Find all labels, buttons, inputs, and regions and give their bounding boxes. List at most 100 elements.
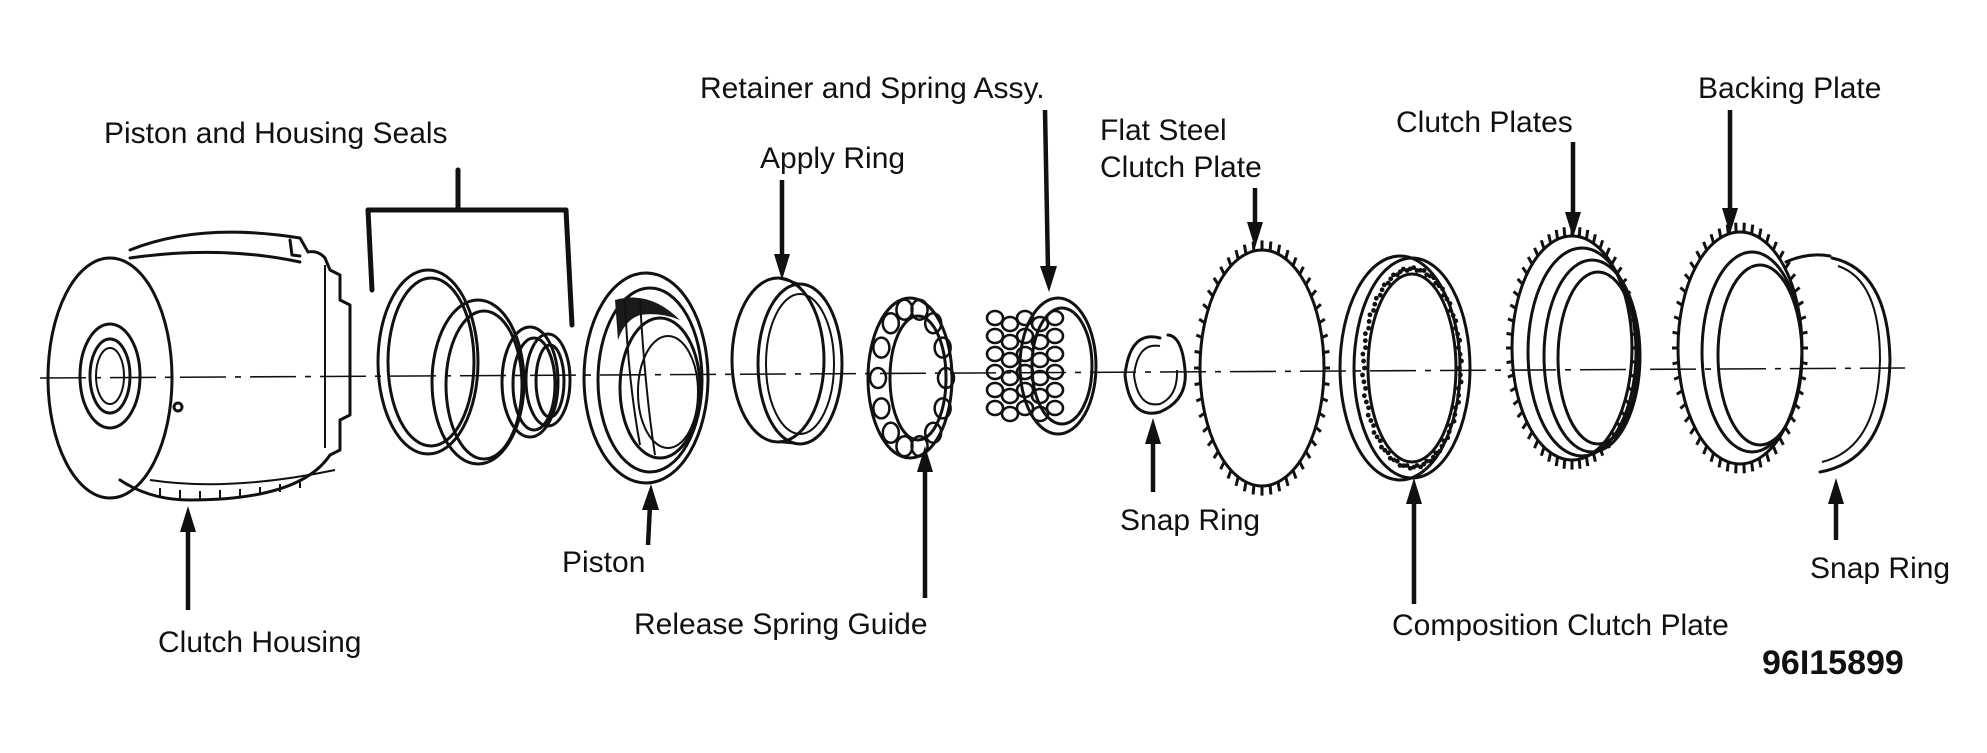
spring-coil [1002, 407, 1018, 421]
guide-tab [883, 423, 899, 443]
clutch-plate-tooth [1549, 234, 1551, 243]
clutch-plate-tooth [1549, 453, 1551, 462]
clutch-plate-tooth [1541, 447, 1544, 456]
label-clutch-housing: Clutch Housing [158, 626, 361, 659]
friction-dot [1366, 405, 1371, 410]
spring-coil [1047, 311, 1063, 325]
friction-dot [1398, 463, 1403, 468]
clutch-plate-tooth [1506, 362, 1512, 363]
friction-dot [1431, 455, 1436, 460]
friction-dot [1388, 276, 1393, 281]
friction-dot [1440, 286, 1445, 291]
friction-dot [1363, 386, 1368, 391]
backing-plate-tooth [1802, 332, 1808, 333]
friction-dot [1452, 419, 1457, 424]
backing-plate-tooth [1697, 251, 1701, 258]
composition-clutch-plate-part [1340, 256, 1470, 480]
steel-plate-tooth [1270, 241, 1271, 251]
backing-plate-tooth [1673, 332, 1679, 333]
friction-dot [1364, 400, 1369, 405]
steel-plate-tooth [1278, 245, 1280, 254]
center-axis-line [40, 368, 1905, 378]
steel-plate-tooth [1293, 257, 1296, 265]
friction-dot [1371, 308, 1376, 313]
friction-dot [1368, 418, 1373, 423]
backing-plate-tooth [1711, 234, 1714, 243]
friction-dot [1386, 281, 1391, 286]
friction-dot [1380, 287, 1385, 292]
backing-plate-tooth [1719, 229, 1721, 238]
backing-plate-tooth [1711, 453, 1714, 462]
backing-plate-tooth [1802, 363, 1808, 364]
friction-dot [1388, 456, 1393, 461]
friction-dot [1453, 405, 1458, 410]
steel-plate-tooth [1316, 427, 1321, 432]
steel-plate-tooth [1214, 451, 1218, 458]
clutch-plate-tooth [1632, 333, 1638, 334]
friction-dot [1431, 275, 1436, 280]
spring-coil [1002, 317, 1018, 331]
steel-plate-tooth [1208, 440, 1213, 446]
friction-dot [1371, 423, 1376, 428]
clutch-plate-tooth [1556, 230, 1557, 239]
clutch-plate-tooth [1535, 248, 1538, 256]
steel-plate-tooth [1214, 278, 1218, 285]
friction-dot [1452, 412, 1457, 417]
retainer-and-spring-assy-part [987, 298, 1096, 434]
backing-plate-tooth [1759, 458, 1761, 467]
steel-plate-tooth [1203, 427, 1208, 432]
friction-dot [1448, 301, 1453, 306]
release-spring-guide-part [868, 298, 954, 458]
friction-dot [1362, 366, 1367, 371]
clutch-plate-tooth [1579, 459, 1580, 469]
friction-dot [1448, 308, 1453, 313]
clutch-plate-tooth [1523, 422, 1527, 428]
backing-plate-tooth [1685, 274, 1690, 280]
clutch-plate-tooth [1518, 279, 1523, 284]
friction-dot [1378, 293, 1383, 298]
steel-plate-tooth [1293, 470, 1296, 478]
clutch-plate-tooth [1508, 319, 1514, 321]
spring-coil [1002, 353, 1018, 367]
clutch-plate-tooth [1564, 227, 1565, 237]
backing-plate-tooth [1704, 446, 1707, 454]
friction-dot [1457, 338, 1462, 343]
steel-plate-tooth [1228, 470, 1231, 478]
steel-plate-tooth [1221, 462, 1225, 470]
clutch-plate-tooth [1518, 412, 1523, 417]
steel-plate-tooth [1323, 383, 1329, 384]
label-flat-steel-line2: Clutch Plate [1100, 151, 1262, 184]
backing-plate-tooth [1794, 287, 1799, 292]
steel-plate-tooth [1208, 290, 1213, 296]
friction-dot [1362, 393, 1367, 398]
friction-dot [1363, 345, 1368, 350]
friction-dot [1367, 319, 1372, 324]
backing-plate-tooth [1690, 427, 1694, 434]
backing-plate-tooth [1680, 287, 1685, 292]
backing-plate-tooth [1727, 462, 1728, 471]
friction-dot [1366, 413, 1371, 418]
steel-plate-tooth [1228, 257, 1231, 265]
spring-coil [1002, 389, 1018, 403]
clutch-plate-tooth [1514, 400, 1519, 404]
snap-ring-inner-part [1125, 335, 1185, 413]
backing-plate-tooth [1790, 416, 1795, 422]
steel-plate-tooth [1311, 440, 1316, 446]
friction-dot [1453, 326, 1458, 331]
backing-plate-tooth [1697, 437, 1701, 444]
guide-tab [896, 436, 912, 456]
steel-plate-tooth [1203, 304, 1208, 309]
spring-coil [987, 365, 1003, 379]
steel-plate-tooth [1286, 477, 1288, 486]
label-snap-ring-inner: Snap Ring [1120, 504, 1260, 537]
steel-plate-tooth [1244, 482, 1246, 491]
friction-dot [1372, 302, 1377, 307]
clutch-plate-tooth [1600, 240, 1603, 249]
friction-dot [1374, 296, 1379, 301]
friction-dot [1445, 435, 1450, 440]
spring-coil [1002, 335, 1018, 349]
spring-coil [987, 329, 1003, 343]
friction-dot [1457, 366, 1462, 371]
